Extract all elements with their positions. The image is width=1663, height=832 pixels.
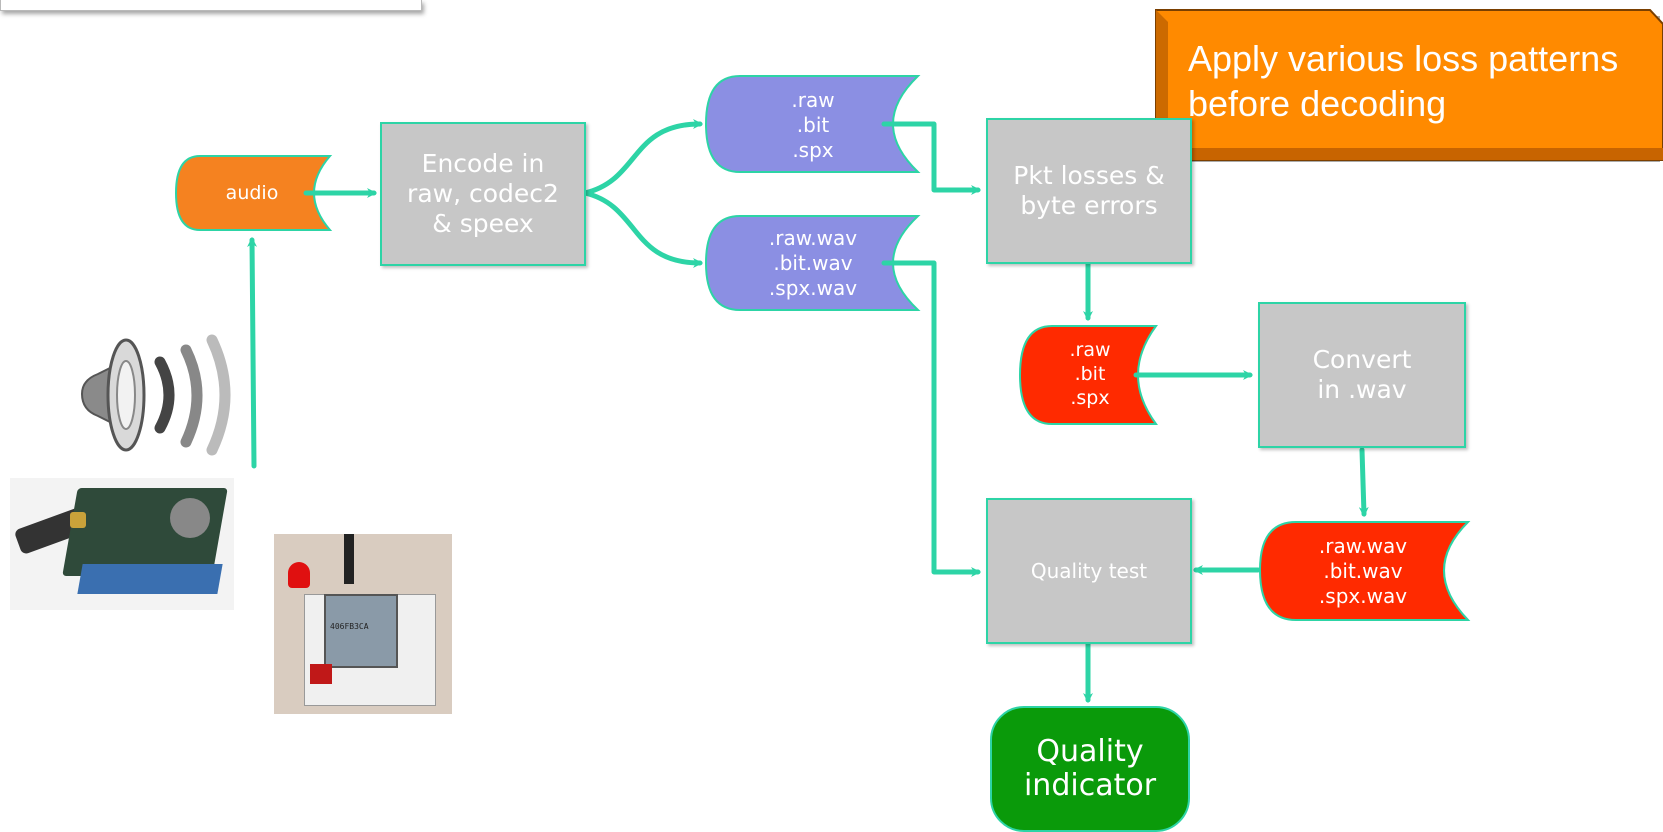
encoded-wav-files-label: .raw.wav .bit.wav .spx.wav (768, 225, 858, 300)
convert-box: Convert in .wav (1258, 302, 1466, 448)
quality-indicator-label: Quality indicator (1023, 733, 1157, 803)
audio-data-shape (174, 155, 333, 231)
encoded-files-shape (704, 75, 921, 173)
arrow-encode-to-wav-files (582, 190, 703, 268)
callout-box (1155, 9, 1663, 162)
encoded-wav-files-shape (704, 215, 921, 311)
board-label: 406FB3CA (330, 622, 369, 631)
arrow-convert-to-lossy-wav (1358, 447, 1369, 517)
lossy-files-shape (1018, 325, 1158, 425)
arrow-files-to-pkt-losses (881, 121, 981, 195)
encode-box-label: Encode in raw, codec2 & speex (407, 149, 559, 238)
arrow-sound-to-audio (247, 237, 258, 469)
quality-test-box-label: Quality test (1030, 559, 1148, 583)
encode-box: Encode in raw, codec2 & speex (380, 122, 586, 266)
arrow-encode-to-files (582, 119, 703, 196)
speaker-icon (80, 334, 231, 456)
top-frame-edge (0, 0, 422, 11)
convert-box-label: Convert in .wav (1312, 345, 1412, 404)
transceiver-photo (10, 478, 234, 610)
quality-indicator: Quality indicator (990, 706, 1190, 832)
quality-test-box: Quality test (986, 498, 1192, 644)
lossy-files-label: .raw .bit .spx (1069, 339, 1111, 409)
callout-text: Apply various loss patterns before decod… (1188, 38, 1619, 124)
arrow-wav-files-to-quality-test (881, 260, 981, 577)
lossy-wav-files-label: .raw.wav .bit.wav .spx.wav (1318, 533, 1408, 608)
lossy-wav-files-shape (1258, 521, 1471, 621)
encoded-files-label: .raw .bit .spx (791, 87, 835, 162)
pkt-losses-box-label: Pkt losses & byte errors (1013, 161, 1165, 220)
audio-label: audio (225, 182, 279, 204)
pkt-losses-box: Pkt losses & byte errors (986, 118, 1192, 264)
sensor-board-photo: 406FB3CA (274, 534, 452, 714)
